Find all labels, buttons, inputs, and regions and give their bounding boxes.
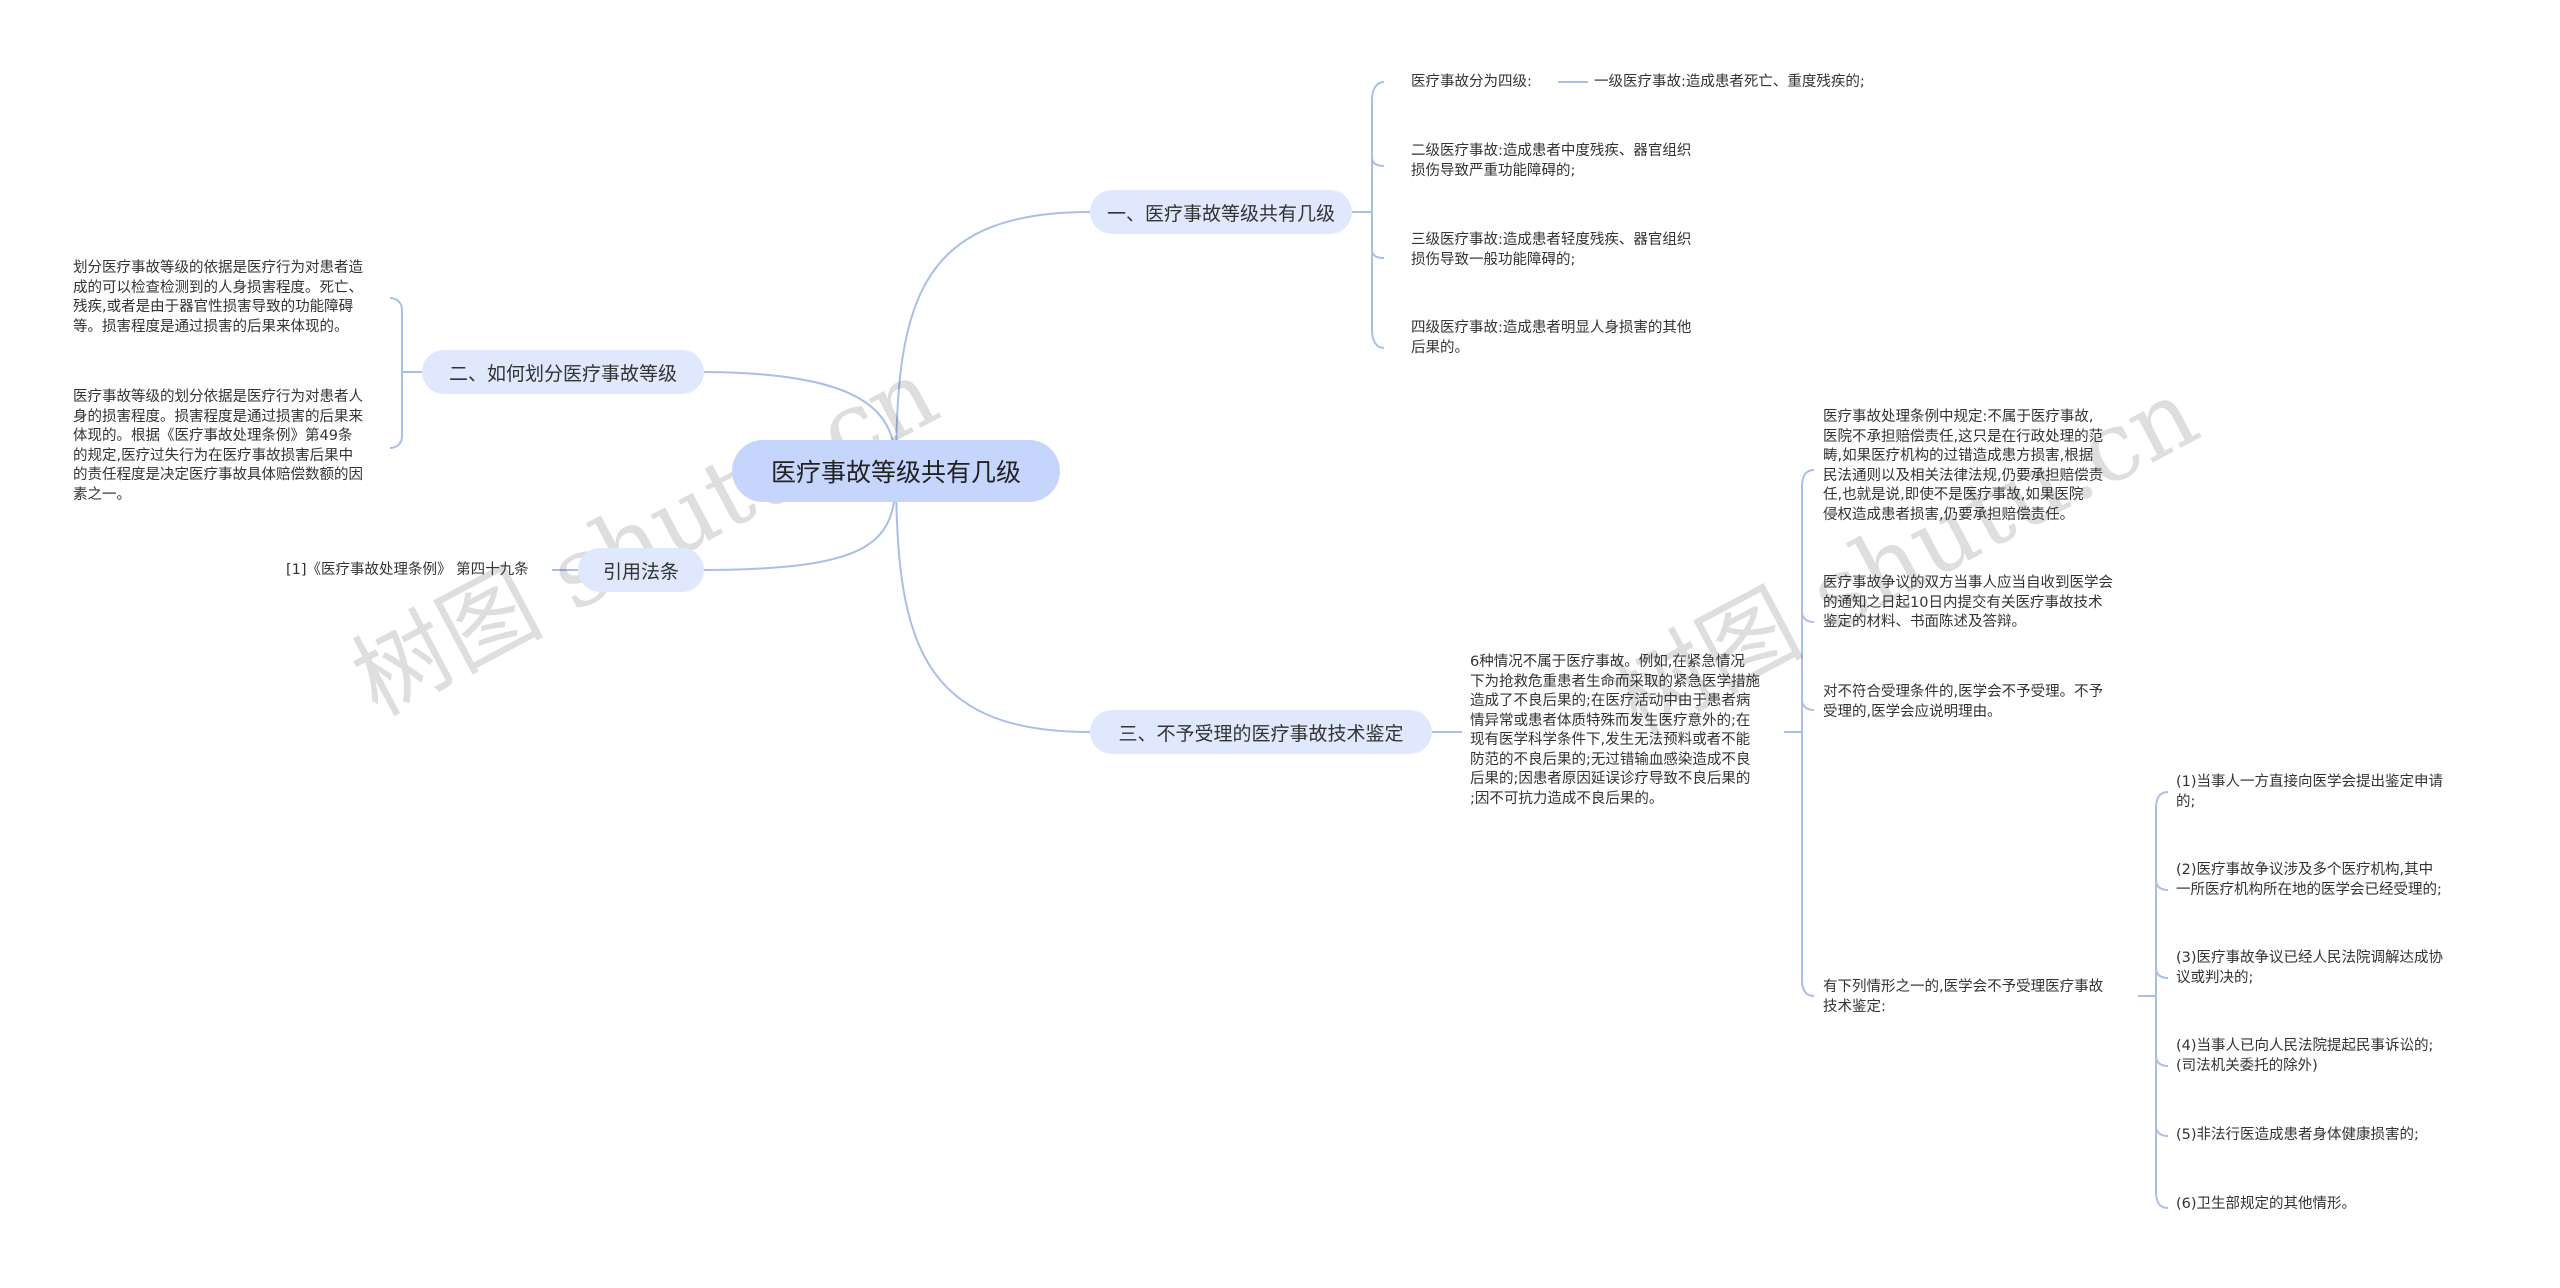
leaf-level-3[interactable]: 三级医疗事故:造成患者轻度残疾、器官组织 损伤导致一般功能障碍的; [1411, 232, 1692, 268]
leaf-regulation-note[interactable]: 医疗事故处理条例中规定:不属于医疗事故, 医院不承担赔偿责任,这只是在行政处理的… [1823, 409, 2104, 523]
leaf-case-1[interactable]: (1)当事人一方直接向医学会提出鉴定申请 的; [2176, 774, 2444, 810]
topic-not-accepted-appraisal[interactable]: 三、不予受理的医疗事故技术鉴定 [1090, 710, 1432, 754]
leaf-classify-basis-2[interactable]: 医疗事故等级的划分依据是医疗行为对患者人 身的损害程度。损害程度是通过损害的后果… [73, 389, 363, 503]
connector-branch1-bracket [1352, 81, 1385, 349]
connector-branch4-bracket [1784, 469, 1815, 997]
leaf-classify-basis-1[interactable]: 划分医疗事故等级的依据是医疗行为对患者造 成的可以检查检测到的人身损害程度。死亡… [73, 260, 363, 335]
leaf-not-eligible[interactable]: 对不符合受理条件的,医学会不予受理。不予 受理的,医学会应说明理由。 [1823, 684, 2104, 720]
leaf-submission-deadline[interactable]: 医疗事故争议的双方当事人应当自收到医学会 的通知之日起10日内提交有关医疗事故技… [1823, 575, 2113, 630]
connector-cases-bracket [2138, 791, 2169, 1209]
topic-cited-law[interactable]: 引用法条 [578, 548, 704, 592]
leaf-level-2[interactable]: 二级医疗事故:造成患者中度残疾、器官组织 损伤导致严重功能障碍的; [1411, 143, 1692, 179]
connector-root-branch1 [895, 211, 1091, 472]
leaf-cited-law-item[interactable]: [1]《医疗事故处理条例》 第四十九条 [286, 562, 529, 578]
root-topic[interactable]: 医疗事故等级共有几级 [732, 440, 1060, 502]
leaf-not-accepted-cases[interactable]: 有下列情形之一的,医学会不予受理医疗事故 技术鉴定: [1823, 979, 2104, 1015]
leaf-level-4[interactable]: 四级医疗事故:造成患者明显人身损害的其他 后果的。 [1411, 320, 1692, 356]
connector-root-branch4 [895, 470, 1091, 733]
leaf-case-4[interactable]: (4)当事人已向人民法院提起民事诉讼的; (司法机关委托的除外) [2176, 1038, 2434, 1074]
leaf-case-3[interactable]: (3)医疗事故争议已经人民法院调解达成协 议或判决的; [2176, 950, 2444, 986]
leaf-level-1[interactable]: 一级医疗事故:造成患者死亡、重度残疾的; [1594, 74, 1865, 90]
topic-how-to-classify[interactable]: 二、如何划分医疗事故等级 [422, 350, 704, 394]
leaf-case-2[interactable]: (2)医疗事故争议涉及多个医疗机构,其中 一所医疗机构所在地的医学会已经受理的; [2176, 862, 2442, 898]
leaf-case-6[interactable]: (6)卫生部规定的其他情形。 [2176, 1196, 2357, 1212]
leaf-six-situations[interactable]: 6种情况不属于医疗事故。例如,在紧急情况 下为抢救危重患者生命而采取的紧急医学措… [1470, 654, 1760, 807]
leaf-levels-intro[interactable]: 医疗事故分为四级: [1411, 74, 1532, 90]
leaf-case-5[interactable]: (5)非法行医造成患者身体健康损害的; [2176, 1127, 2419, 1143]
connector-branch2-bracket [389, 297, 422, 449]
topic-accident-levels[interactable]: 一、医疗事故等级共有几级 [1090, 190, 1352, 234]
